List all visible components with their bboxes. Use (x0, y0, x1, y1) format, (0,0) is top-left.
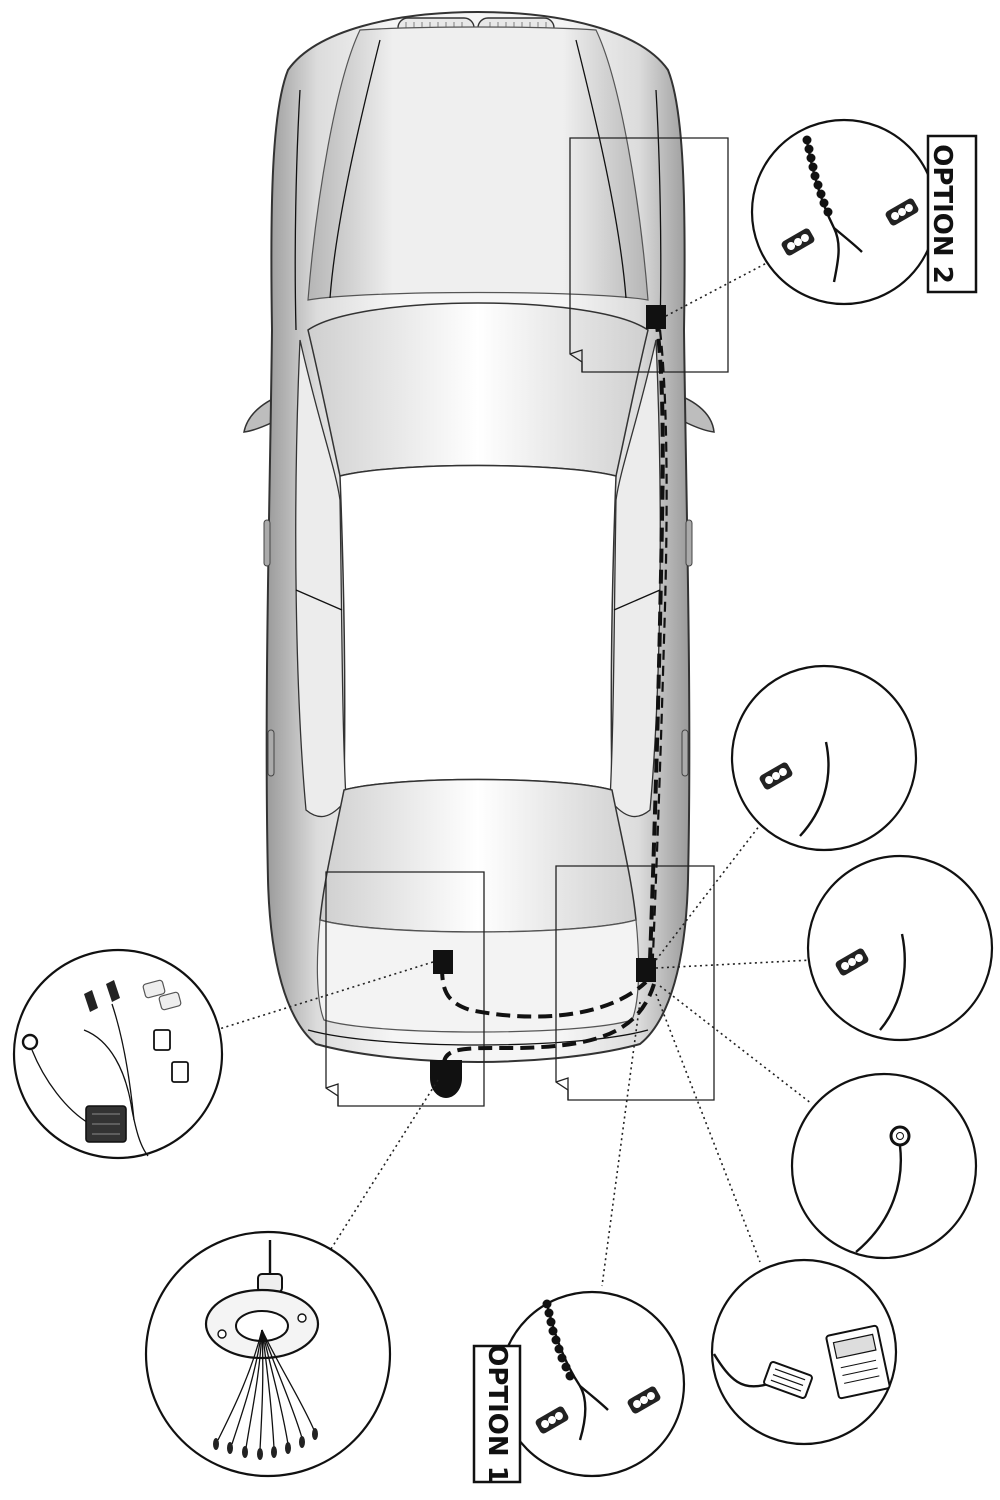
zone-front-right (569, 137, 729, 373)
detail-connector-1 (730, 664, 918, 852)
fuse-icon (153, 1029, 189, 1083)
option-2-text: OPTION 2 (927, 144, 957, 284)
hood (307, 26, 649, 301)
leader-lines (215, 255, 813, 1287)
wiring-harness (440, 317, 668, 1065)
wire-connector-icon (835, 948, 869, 976)
option-2-label: OPTION 2 (926, 134, 978, 294)
relay-connector-icon (85, 1105, 127, 1143)
trunk-lid (316, 919, 640, 1033)
detail-ground-terminal (790, 1072, 978, 1260)
zone-rear-right (555, 865, 715, 1101)
option-1-text: OPTION 1 (482, 1344, 512, 1484)
ground-ring-terminal-icon (21, 1033, 91, 1125)
ground-ring-terminal-icon (855, 1125, 911, 1253)
detail-option-1 (498, 1290, 686, 1478)
detail-tow-socket (144, 1230, 392, 1478)
option-1-label: OPTION 1 (472, 1344, 522, 1484)
windshield (307, 302, 649, 477)
wire-connector-icon (759, 762, 793, 790)
rear-center-connection-point (433, 950, 453, 974)
detail-option-2 (750, 118, 938, 306)
tow-socket-position (430, 1060, 462, 1098)
detail-electronic-module (710, 1258, 898, 1446)
wire-connector-icon (885, 198, 919, 226)
wire-connector-icon (781, 228, 815, 256)
rear-window (319, 778, 637, 933)
wire-connector-icon (627, 1386, 661, 1414)
electronic-module-icon (825, 1324, 891, 1400)
beaded-wire-icon (542, 1299, 609, 1441)
car-top-view (243, 10, 715, 1064)
zone-rear-center (325, 871, 485, 1107)
wire-connector-icon (535, 1406, 569, 1434)
rear-right-connection-point (636, 958, 656, 982)
roof (339, 464, 617, 791)
wire-terminal-pins-icon (84, 980, 120, 1012)
tow-bar-socket-icon (204, 1240, 320, 1460)
detail-parts-kit (12, 948, 224, 1160)
front-connection-point (646, 305, 666, 329)
end-caps-icon (142, 979, 182, 1011)
wire-connector-icon (763, 1361, 813, 1399)
detail-connector-2 (806, 854, 994, 1042)
beaded-wire-icon (802, 135, 863, 283)
